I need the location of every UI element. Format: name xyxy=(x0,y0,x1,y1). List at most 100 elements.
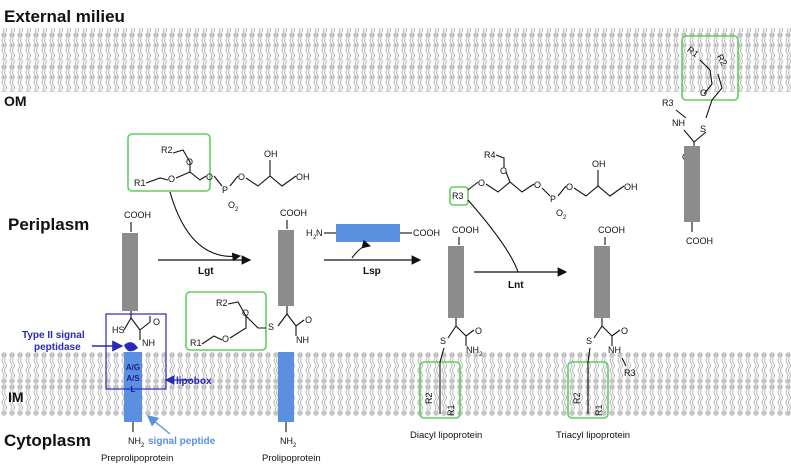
h2n-n: N xyxy=(316,228,323,238)
phosphatidylglycerol-1: R2 R1 O O O P O 2 O OH OH xyxy=(127,133,310,213)
nh2-2-sub: 2 xyxy=(293,443,297,449)
o-a: O xyxy=(186,157,193,167)
oh-1: OH xyxy=(264,149,278,159)
cleaved-signal-peptide xyxy=(336,224,400,242)
lipobox-residue-1: A/G xyxy=(126,363,140,372)
label-lipobox: lipobox xyxy=(176,376,212,387)
s-3: S xyxy=(440,336,446,346)
h2n-h: H xyxy=(306,228,313,238)
caption-diacyl: Diacyl lipoprotein xyxy=(410,430,482,441)
label-signal-peptide: signal peptide xyxy=(148,436,216,447)
triacyl-lipoprotein: COOH O S NH R3 R2 R1 Triacyl lipoprotein xyxy=(556,225,636,441)
enzyme-lgt: Lgt xyxy=(198,266,214,277)
caption-prolipoprotein: Prolipoprotein xyxy=(262,453,321,464)
h2n-sub: 2 xyxy=(313,235,317,241)
r1-label-3: R1 xyxy=(446,404,456,416)
inner-membrane xyxy=(0,352,791,416)
prolipoprotein: COOH O NH S NH 2 Prolipoprotein R2 R1 O … xyxy=(185,208,321,464)
o-i: O xyxy=(534,180,541,190)
p-1: P xyxy=(222,185,228,195)
o-h: O xyxy=(478,178,485,188)
cooh-3: COOH xyxy=(452,225,479,235)
oh-4: OH xyxy=(624,182,638,192)
o2-1: O xyxy=(228,200,235,210)
preprolipoprotein: COOH O HS NH A/G A/S L NH 2 Preprolipopr… xyxy=(101,210,173,464)
periplasmic-domain-3 xyxy=(448,246,464,318)
signal-peptide-bar xyxy=(124,352,142,422)
nh-1: NH xyxy=(142,338,155,348)
label-im: IM xyxy=(8,389,24,405)
r3-box xyxy=(449,186,469,206)
s-4: S xyxy=(586,336,592,346)
nh-2: NH xyxy=(296,335,309,345)
label-type2-line2: peptidase xyxy=(34,342,81,353)
periplasmic-domain-4 xyxy=(594,246,610,318)
o-d: O xyxy=(238,172,245,182)
r2-label-1: R2 xyxy=(161,145,173,155)
diacylglycerol-box-1 xyxy=(127,133,211,192)
r2-label-4: R2 xyxy=(572,392,582,404)
hs-group: HS xyxy=(112,325,125,335)
o-k: O xyxy=(700,88,707,98)
p-2: P xyxy=(550,194,556,204)
periplasmic-domain-2 xyxy=(278,230,294,306)
nh-4: NH xyxy=(608,345,621,355)
label-external-milieu: External milieu xyxy=(4,7,125,26)
o-j: O xyxy=(566,182,573,192)
caption-preprolipoprotein: Preprolipoprotein xyxy=(101,453,173,464)
oh-3: OH xyxy=(592,159,606,169)
nh2-1: NH xyxy=(128,436,141,446)
phospholipid-2: R4 O R3 O O P O 2 O OH OH xyxy=(449,150,638,221)
o-f: O xyxy=(242,308,249,318)
periplasmic-domain-5 xyxy=(684,146,700,222)
cooh-2: COOH xyxy=(280,208,307,218)
r2-label-3: R2 xyxy=(424,392,434,404)
oh-2: OH xyxy=(296,172,310,182)
oxygen-4: O xyxy=(621,326,628,336)
nh2-3: NH xyxy=(466,345,479,355)
o-e: O xyxy=(222,334,229,344)
lgt-reaction: Lgt xyxy=(158,191,252,277)
diacylglycerol-box-2 xyxy=(185,291,267,351)
s-2: S xyxy=(268,322,274,332)
lipobox-box xyxy=(105,313,167,390)
o2-2: O xyxy=(556,208,563,218)
o-g: O xyxy=(500,166,507,176)
signal-peptide-bar-2 xyxy=(278,352,294,422)
o-b: O xyxy=(168,174,175,184)
r1-label-2: R1 xyxy=(190,338,202,348)
r2-label-5: R2 xyxy=(715,53,729,68)
r1-label-4: R1 xyxy=(594,404,604,416)
r4-label: R4 xyxy=(484,150,496,160)
o-c: O xyxy=(206,172,213,182)
o2-1-sub: 2 xyxy=(235,207,239,213)
oxygen-2: O xyxy=(305,315,312,325)
r2-label-2: R2 xyxy=(216,298,228,308)
label-type2-line1: Type II signal xyxy=(22,330,85,341)
label-cytoplasm: Cytoplasm xyxy=(4,431,91,450)
oxygen-1: O xyxy=(153,317,160,327)
lipobox-residue-2: A/S xyxy=(126,374,140,383)
cooh-4: COOH xyxy=(598,225,625,235)
r1-label-1: R1 xyxy=(134,178,146,188)
oxygen-3: O xyxy=(475,326,482,336)
s-5: S xyxy=(700,124,706,134)
cooh-5: COOH xyxy=(686,236,713,246)
cooh-1: COOH xyxy=(124,210,151,220)
caption-triacyl: Triacyl lipoprotein xyxy=(556,430,630,441)
periplasmic-domain-1 xyxy=(122,233,138,311)
lsp-reaction: H 2 N COOH Lsp xyxy=(306,224,440,277)
outer-membrane xyxy=(0,28,791,92)
r3-label-4: R3 xyxy=(624,368,636,378)
label-periplasm: Periplasm xyxy=(8,215,89,234)
cooh-lsp: COOH xyxy=(413,228,440,238)
r3-label-5: R3 xyxy=(662,98,674,108)
nh2-2: NH xyxy=(280,436,293,446)
nh2-3-sub: 2 xyxy=(479,352,483,358)
label-om: OM xyxy=(4,93,27,109)
diacyl-lipoprotein: COOH O S NH 2 R2 R1 Diacyl lipoprotein xyxy=(410,225,483,441)
r3-label-1: R3 xyxy=(452,191,464,201)
lnt-reaction: Lnt xyxy=(467,199,568,291)
